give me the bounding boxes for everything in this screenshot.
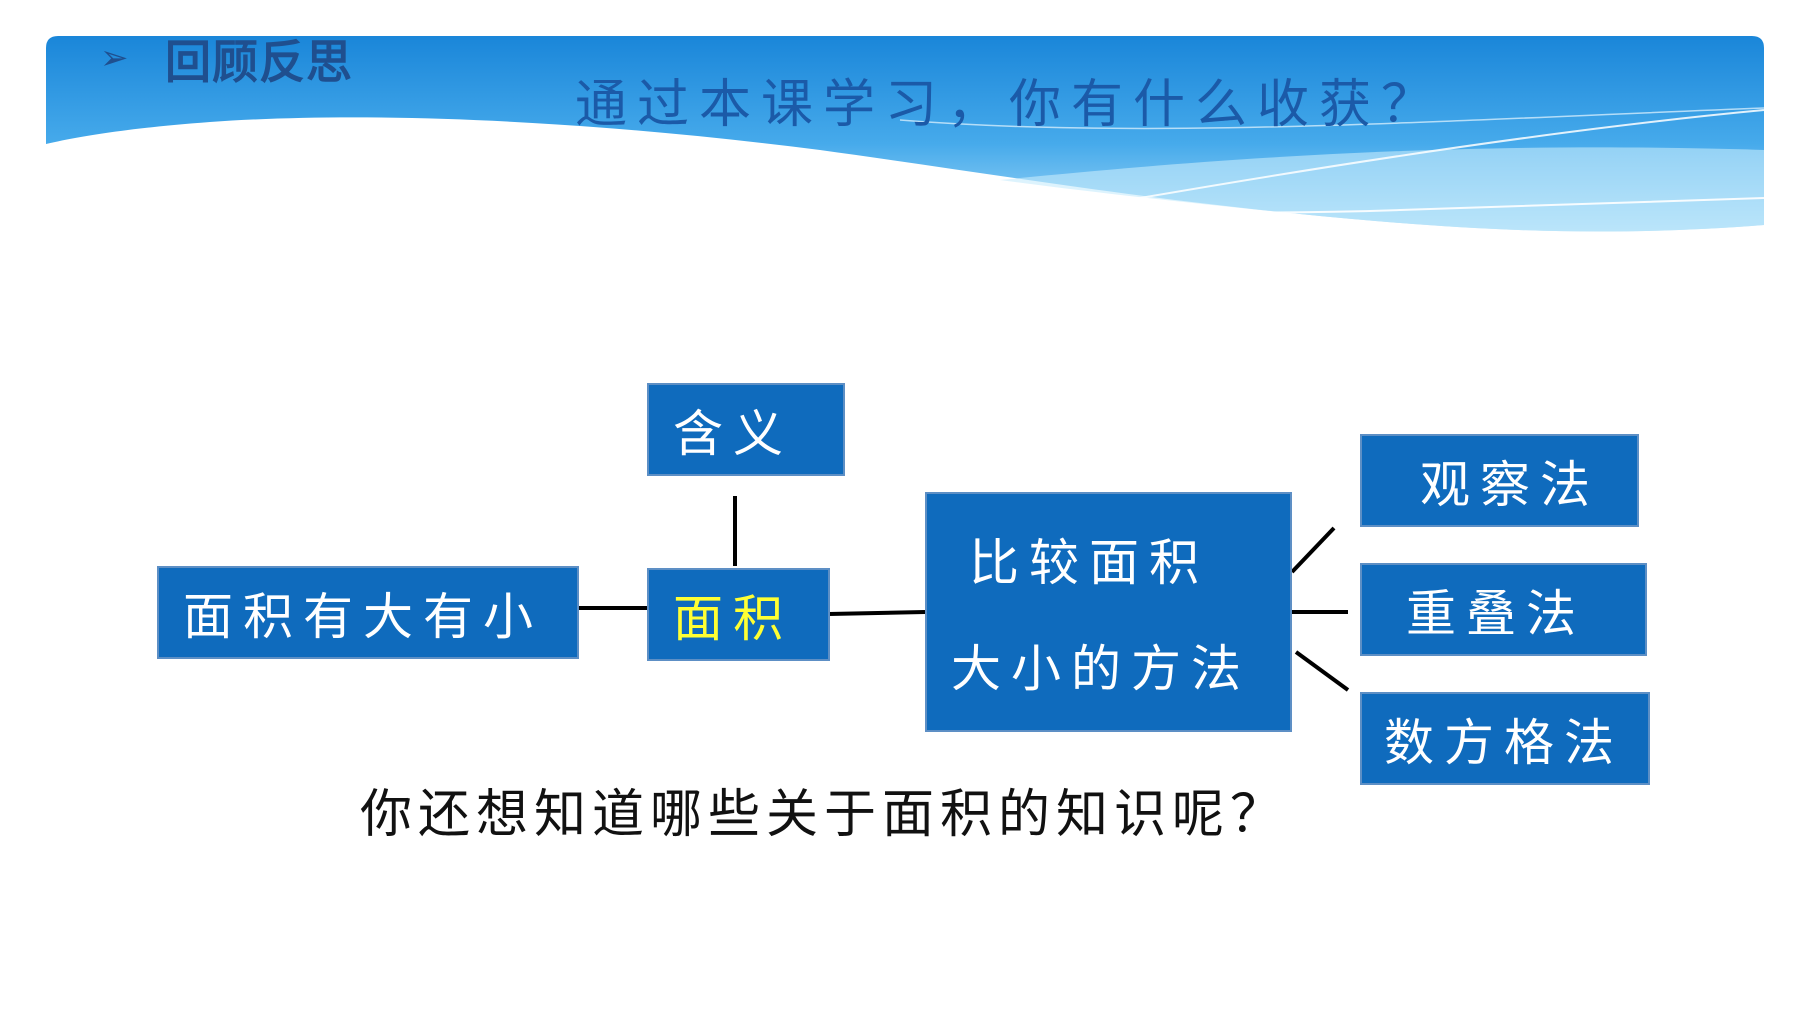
banner-wave-line-2: [1099, 109, 1765, 206]
connector-method-to-grid: [1294, 650, 1350, 692]
node-size-compare: 面积有大有小: [157, 566, 579, 659]
node-compare-method-line2: 大小的方法: [951, 640, 1251, 698]
node-observe: 观察法: [1360, 434, 1639, 527]
node-grid: 数方格法: [1360, 692, 1650, 785]
node-overlap: 重叠法: [1360, 563, 1647, 656]
node-observe-label: 观察法: [1420, 455, 1600, 514]
node-area-label: 面积: [673, 589, 793, 648]
node-grid-label: 数方格法: [1384, 713, 1624, 772]
connector-method-to-observe: [1290, 526, 1336, 574]
node-size-compare-label: 面积有大有小: [183, 587, 543, 646]
reflection-question: 通过本课学习，你有什么收获？: [575, 75, 1444, 135]
banner-wave-line-3: [899, 107, 1765, 130]
connector-area-to-method: [828, 610, 926, 616]
node-compare-method-line1: 比较面积: [969, 534, 1209, 592]
node-meaning-label: 含义: [673, 404, 793, 463]
banner-wave-light: [1000, 147, 1764, 232]
banner-wave-line-1: [519, 149, 1765, 214]
section-title: 回顾反思: [165, 35, 353, 89]
node-area: 面积: [647, 568, 830, 661]
node-compare-method: 比较面积 大小的方法: [925, 492, 1292, 732]
followup-question: 你还想知道哪些关于面积的知识呢？: [360, 785, 1289, 845]
node-meaning: 含义: [647, 383, 845, 476]
bullet-arrow-icon: ➢: [100, 38, 129, 78]
header-banner: [46, 36, 1765, 232]
node-overlap-label: 重叠法: [1406, 584, 1586, 643]
